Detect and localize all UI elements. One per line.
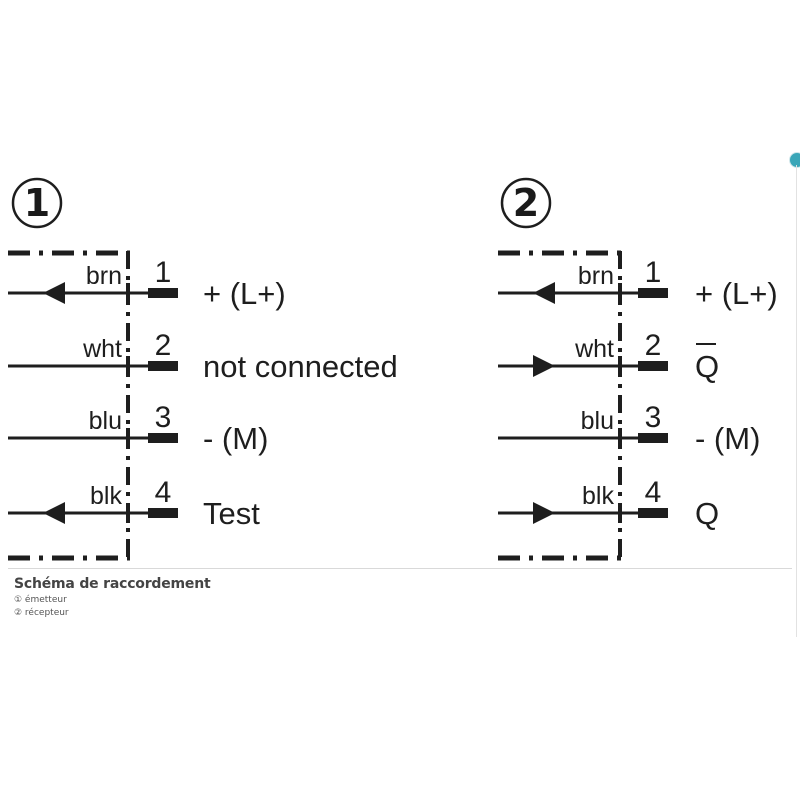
pin-row: blk 4Q (498, 476, 719, 531)
panel-right-border (796, 165, 797, 637)
caption-item-receiver: ② récepteur (14, 608, 69, 618)
arrow-left-icon (43, 282, 65, 304)
signal-label: - (M) (203, 421, 268, 456)
terminal-block (638, 508, 668, 518)
wire-color-label: blk (582, 482, 614, 510)
wire-color-label: blu (89, 407, 122, 435)
caption: Schéma de raccordement ① émetteur ② réce… (14, 576, 211, 620)
corner-indicator-icon (789, 152, 800, 168)
diagram-emitter: 1 brn 1 + (L+) wht 2 not connected blu 3 - (M) blk… (8, 177, 398, 561)
terminal-block (148, 361, 178, 371)
terminal-block (148, 433, 178, 443)
caption-separator (8, 568, 792, 569)
signal-label: Q (695, 496, 719, 531)
badge-number: 2 (513, 181, 539, 225)
pin-row: brn 1 + (L+) (498, 256, 778, 311)
pin-number: 3 (155, 401, 172, 434)
arrow-left-icon (533, 282, 555, 304)
pin-number: 1 (155, 256, 172, 289)
arrow-right-icon (533, 502, 555, 524)
caption-title: Schéma de raccordement (14, 576, 211, 592)
pin-row: blu 3 - (M) (498, 401, 760, 456)
signal-label: + (L+) (203, 276, 286, 311)
signal-label: Test (203, 496, 260, 531)
signal-label: + (L+) (695, 276, 778, 311)
badge-number: 1 (24, 181, 50, 225)
pin-number: 4 (155, 476, 172, 509)
wire-color-label: wht (82, 335, 122, 363)
pin-number: 3 (645, 401, 662, 434)
badge-circle (500, 177, 552, 229)
pin-row: wht 2 not connected (8, 329, 398, 384)
signal-label: not connected (203, 349, 398, 384)
wire-color-label: blu (581, 407, 614, 435)
pin-number: 1 (645, 256, 662, 289)
caption-item-emitter: ① émetteur (14, 595, 67, 605)
pin-row: wht 2Q (498, 329, 719, 384)
pin-row: blu 3 - (M) (8, 401, 268, 456)
terminal-block (638, 433, 668, 443)
arrow-right-icon (533, 355, 555, 377)
terminal-block (638, 361, 668, 371)
wire-color-label: brn (86, 262, 122, 290)
signal-label: - (M) (695, 421, 760, 456)
pin-number: 4 (645, 476, 662, 509)
terminal-block (148, 288, 178, 298)
terminal-block (638, 288, 668, 298)
badge-circle (11, 177, 63, 229)
terminal-block (148, 508, 178, 518)
wire-color-label: brn (578, 262, 614, 290)
pin-number: 2 (155, 329, 172, 362)
pin-number: 2 (645, 329, 662, 362)
wire-color-label: wht (574, 335, 614, 363)
pin-row: brn 1 + (L+) (8, 256, 286, 311)
wire-color-label: blk (90, 482, 122, 510)
arrow-left-icon (43, 502, 65, 524)
signal-label: Q (695, 349, 719, 384)
